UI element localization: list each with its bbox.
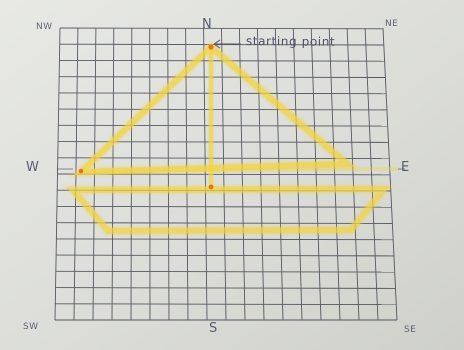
grid-line-vertical	[364, 27, 379, 321]
label-ne: NE	[385, 19, 399, 29]
grid-line-horizontal	[56, 222, 393, 224]
grid-line-horizontal	[55, 303, 397, 306]
label-w: W	[26, 160, 39, 175]
grid-line-vertical	[382, 27, 398, 321]
grid-line-horizontal	[58, 124, 388, 127]
label-n: N	[202, 17, 212, 32]
graph-grid	[54, 27, 398, 321]
highlighter-outline	[63, 40, 400, 236]
grid-line-horizontal	[56, 238, 394, 241]
label-e: E	[401, 160, 410, 175]
grid-line-vertical	[256, 27, 265, 321]
pencil-marks	[57, 39, 405, 170]
grid-line-horizontal	[58, 92, 387, 95]
grid-line-vertical	[346, 27, 360, 321]
grid-line-vertical	[292, 27, 303, 321]
grid-line-horizontal	[55, 270, 395, 273]
grid-line-horizontal	[55, 287, 396, 289]
label-sw: SW	[23, 322, 39, 332]
grid-line-horizontal	[59, 76, 386, 78]
grid-line-horizontal	[56, 254, 394, 257]
label-se: SE	[404, 325, 417, 335]
orange-dots	[78, 44, 214, 190]
grid-line-vertical	[328, 27, 341, 321]
grid-line-horizontal	[59, 27, 384, 30]
grid-line-vertical	[310, 27, 322, 321]
grid-line-horizontal	[58, 108, 387, 111]
label-s: S	[209, 321, 218, 336]
starting-point-label: starting point	[245, 34, 336, 49]
grid-line-horizontal	[56, 205, 392, 208]
grid-line-vertical	[274, 27, 284, 321]
label-nw: NW	[36, 22, 53, 32]
